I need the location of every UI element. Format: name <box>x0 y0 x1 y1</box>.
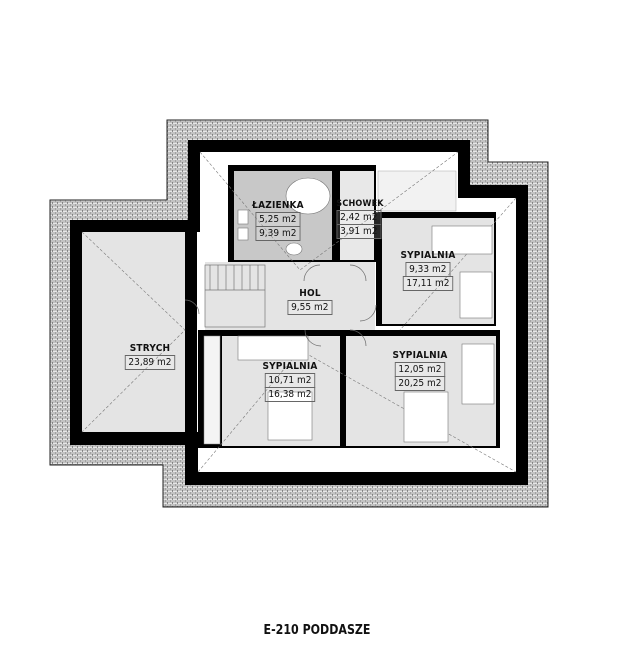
room-name: SYPIALNIA <box>392 350 448 361</box>
total-area: 17,11 m2 <box>402 276 454 291</box>
plan-title: E-210 PODDASZE <box>263 623 371 638</box>
room-name: SYPIALNIA <box>262 361 318 372</box>
floor-area: 10,71 m2 <box>264 373 316 388</box>
room-label-schowek: SCHOWEK 2,42 m2 3,91 m2 <box>334 199 384 239</box>
floor-area: 9,33 m2 <box>405 262 451 277</box>
room-name: SYPIALNIA <box>400 250 456 261</box>
room-label-lazienka: ŁAZIENKA 5,25 m2 9,39 m2 <box>243 200 313 241</box>
total-area: 3,91 m2 <box>336 224 382 239</box>
room-label-sypialnia-sw: SYPIALNIA 10,71 m2 16,38 m2 <box>250 361 330 402</box>
floor-area: 12,05 m2 <box>394 362 446 377</box>
room-label-hol: HOL 9,55 m2 <box>280 288 340 315</box>
furniture <box>237 177 495 443</box>
floor-area: 9,55 m2 <box>287 300 333 315</box>
floor-area: 23,89 m2 <box>124 355 176 370</box>
floor-area: 2,42 m2 <box>336 210 382 225</box>
room-label-sypialnia-se: SYPIALNIA 12,05 m2 20,25 m2 <box>380 350 460 391</box>
doors <box>184 264 377 347</box>
room-name: ŁAZIENKA <box>252 200 304 211</box>
room-label-sypialnia-ne: SYPIALNIA 9,33 m2 17,11 m2 <box>388 250 468 291</box>
roof-slope-lines <box>81 151 517 473</box>
room-name: STRYCH <box>129 343 171 354</box>
total-area: 9,39 m2 <box>255 226 301 241</box>
attic-area <box>82 232 185 432</box>
room-name: SCHOWEK <box>336 199 384 209</box>
room-name: HOL <box>299 288 321 299</box>
floor-area: 5,25 m2 <box>255 212 301 227</box>
room-label-strych: STRYCH 23,89 m2 <box>112 343 188 370</box>
total-area: 20,25 m2 <box>394 376 446 391</box>
total-area: 16,38 m2 <box>264 387 316 402</box>
